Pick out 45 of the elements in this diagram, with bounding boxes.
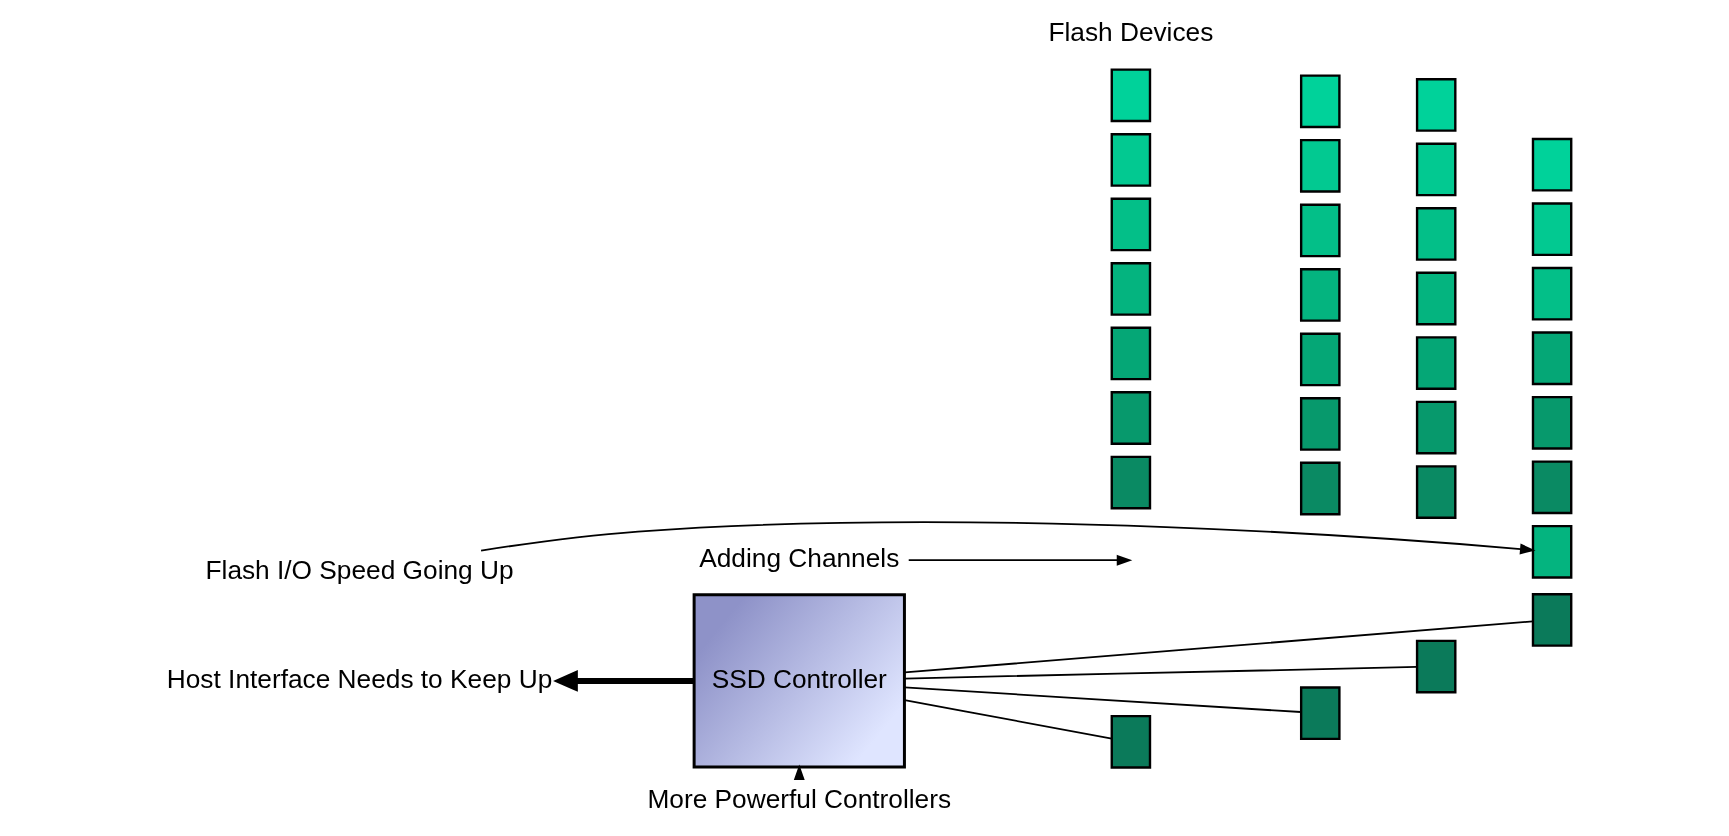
node-box bbox=[1299, 74, 1341, 129]
node-box bbox=[1531, 593, 1572, 647]
node-box bbox=[1531, 202, 1572, 257]
node-box bbox=[1110, 714, 1151, 769]
node-box bbox=[1110, 455, 1151, 510]
node-box bbox=[1299, 332, 1341, 387]
node-box: SSD Controller bbox=[692, 593, 906, 769]
node-box bbox=[1415, 400, 1456, 455]
node-box bbox=[1531, 266, 1572, 321]
node-box bbox=[1415, 78, 1456, 132]
connector bbox=[903, 666, 1418, 680]
node-box bbox=[1299, 686, 1341, 741]
node-box bbox=[1110, 391, 1151, 445]
node-box bbox=[1299, 203, 1341, 258]
node-box bbox=[1531, 460, 1572, 515]
node-box bbox=[1415, 207, 1456, 261]
arrow bbox=[552, 670, 694, 692]
node-box bbox=[1531, 137, 1572, 192]
node-box bbox=[1299, 461, 1341, 516]
node-text: Adding Channels bbox=[698, 542, 899, 573]
node-box bbox=[1415, 142, 1456, 197]
connector bbox=[903, 699, 1113, 740]
node-text: Flash I/O Speed Going Up bbox=[205, 554, 514, 585]
node-text: Host Interface Needs to Keep Up bbox=[166, 663, 552, 694]
label: Flash Devices bbox=[1047, 17, 1213, 48]
node-box bbox=[1110, 326, 1151, 381]
node-box bbox=[1299, 138, 1341, 193]
node-box bbox=[1110, 133, 1151, 187]
node-text: More Powerful Controllers bbox=[646, 784, 951, 815]
node-box bbox=[1299, 268, 1341, 322]
node-box bbox=[1415, 336, 1456, 390]
node-box bbox=[1110, 68, 1151, 123]
arrow bbox=[907, 554, 1132, 566]
node-box bbox=[1299, 397, 1341, 451]
node-box bbox=[1110, 197, 1151, 252]
node-box bbox=[1415, 271, 1456, 326]
connector bbox=[903, 620, 1534, 674]
arrow bbox=[479, 521, 1536, 555]
node-box bbox=[1531, 395, 1572, 450]
node-box bbox=[1531, 524, 1572, 579]
node-box bbox=[1531, 331, 1572, 386]
connector bbox=[903, 686, 1302, 713]
node-box bbox=[1415, 465, 1456, 519]
node-box bbox=[1110, 262, 1151, 316]
node-box bbox=[1415, 639, 1456, 694]
